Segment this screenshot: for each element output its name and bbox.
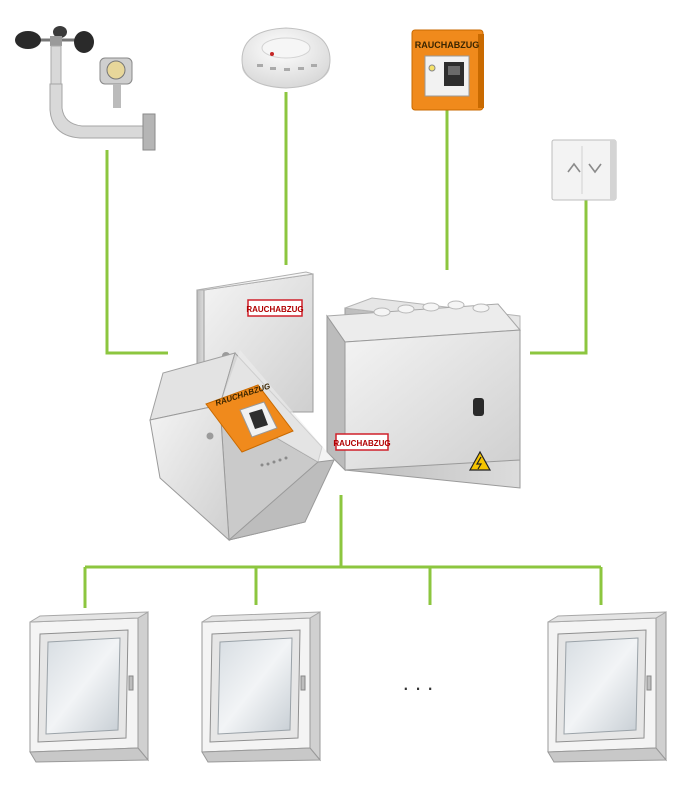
call-point-label: RAUCHABZUG bbox=[415, 40, 480, 50]
windows bbox=[29, 611, 668, 763]
line-weather-station bbox=[105, 150, 168, 355]
more-windows-ellipsis: . . . bbox=[403, 670, 434, 695]
high-voltage-warning-icon bbox=[468, 450, 492, 471]
tilt-window-2 bbox=[201, 611, 322, 763]
weather-station bbox=[15, 26, 156, 151]
manual-call-point: RAUCHABZUG bbox=[411, 29, 484, 111]
mounting-bracket bbox=[49, 83, 147, 139]
tilt-window-3 bbox=[547, 611, 668, 763]
indicator-led bbox=[428, 64, 436, 72]
cabinet-right-label: RAUCHABZUG bbox=[333, 439, 390, 448]
control-cabinets: RAUCHABZUG RAUCHABZUG bbox=[149, 271, 522, 542]
smoke-detector bbox=[241, 27, 331, 89]
cabinet-lock-icon bbox=[473, 398, 484, 416]
arrow-down-icon[interactable] bbox=[588, 163, 602, 174]
cabinet-front: RAUCHABZUG bbox=[149, 350, 335, 542]
cabinet-right: RAUCHABZUG bbox=[326, 297, 522, 489]
vent-switch bbox=[551, 139, 617, 201]
cabinet-back-label: RAUCHABZUG bbox=[246, 305, 303, 314]
anemometer-icon bbox=[15, 26, 94, 87]
tilt-window-1 bbox=[29, 611, 150, 763]
rain-sensor-icon bbox=[99, 57, 133, 108]
line-vent-switch bbox=[530, 200, 588, 355]
connector-lines bbox=[83, 92, 603, 608]
arrow-up-icon[interactable] bbox=[567, 162, 581, 173]
